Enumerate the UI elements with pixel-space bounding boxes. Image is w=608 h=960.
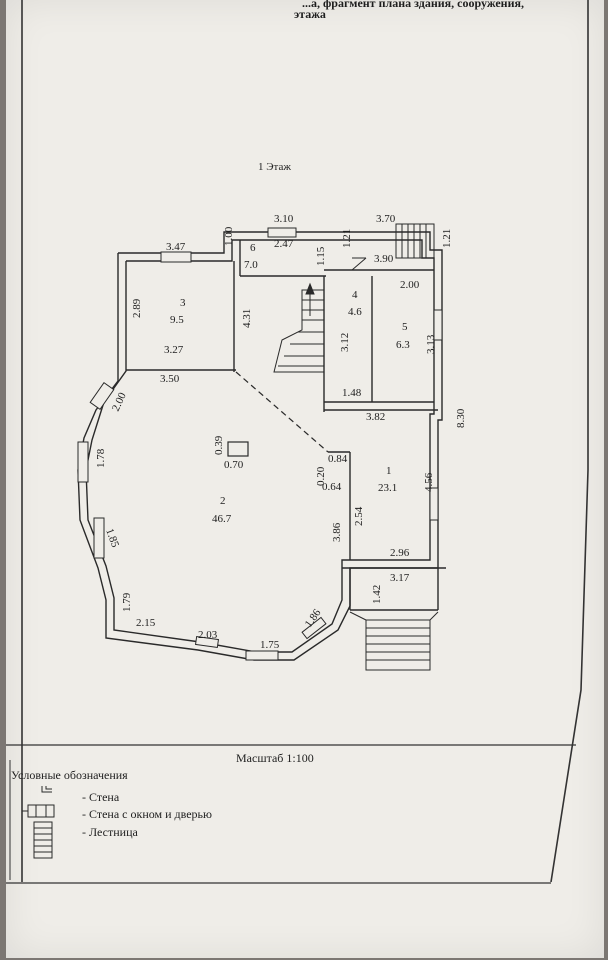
walls	[77, 231, 446, 661]
dim-2-47: 2.47	[274, 238, 294, 250]
frame-right	[550, 0, 589, 883]
dim-3-70: 3.70	[376, 213, 396, 225]
window-room2-e	[301, 616, 327, 640]
window-room2-b	[93, 517, 105, 559]
window-room2-f	[89, 382, 115, 410]
window-room2-d	[194, 635, 220, 649]
legend-wall-label: - Стена	[82, 790, 120, 804]
room-4-area: 4.6	[348, 306, 362, 318]
dim-3-27: 3.27	[164, 344, 184, 356]
dim-2-54: 2.54	[353, 506, 365, 526]
dim-0-20: 0.20	[315, 466, 327, 486]
dim-1-21-right: 1.21	[441, 229, 453, 248]
room-3-area: 9.5	[170, 314, 184, 326]
header-line-2: этажа	[294, 7, 326, 21]
dim-2-00-diag: 2.00	[110, 390, 129, 413]
room-4-number: 4	[352, 289, 358, 301]
floor-title: 1 Этаж	[258, 161, 291, 173]
scale-label: Масштаб 1:100	[236, 751, 314, 765]
dim-3-47: 3.47	[166, 241, 186, 253]
legend-stairs-label: - Лестница	[82, 825, 138, 839]
dim-1-48: 1.48	[342, 387, 362, 399]
dim-1-85: 1.85	[103, 527, 121, 550]
room-6-area: 7.0	[244, 259, 258, 271]
dim-1-78: 1.78	[95, 448, 107, 468]
dim-3-13: 3.13	[425, 334, 437, 354]
dim-1-15: 1.15	[315, 246, 327, 266]
dim-8-30: 8.30	[455, 408, 467, 428]
room-labels: 6 7.0 3 9.5 4 4.6 5 6.3 1 23.1 2 46.7	[170, 242, 410, 525]
window-room2-a	[77, 441, 89, 483]
dim-2-03: 2.03	[198, 629, 218, 641]
dim-2-89: 2.89	[131, 298, 143, 318]
dim-3-12: 3.12	[339, 333, 351, 352]
dim-1-79: 1.79	[121, 592, 133, 612]
column	[227, 441, 249, 457]
dim-0-64: 0.64	[322, 481, 342, 493]
dim-2-96: 2.96	[390, 547, 410, 559]
floor-plan: 3.10 3.70 3.47 1.00 1.21 1.21 2.47 1.15 …	[6, 0, 589, 884]
dim-2-15: 2.15	[136, 617, 156, 629]
window-room6	[267, 227, 297, 238]
dim-3-86: 3.86	[331, 522, 343, 542]
window-room5	[433, 309, 443, 341]
windows	[77, 227, 443, 661]
legend-stairs-symbol	[33, 821, 53, 859]
window-room3	[160, 251, 192, 263]
room2-dashed-boundary	[235, 371, 329, 453]
dim-3-17: 3.17	[390, 572, 410, 584]
dimension-labels: 3.10 3.70 3.47 1.00 1.21 1.21 2.47 1.15 …	[95, 213, 467, 651]
dim-1-75: 1.75	[260, 639, 280, 651]
room-1-number: 1	[386, 465, 392, 477]
dim-2-00: 2.00	[400, 279, 420, 291]
stairs-top	[351, 223, 435, 271]
dim-3-82: 3.82	[366, 411, 385, 423]
header-line-1: ...а, фрагмент плана здания, сооружения,	[302, 0, 525, 10]
legend-window-door-symbol	[22, 804, 55, 818]
document-sheet: ...а, фрагмент плана здания, сооружения,…	[6, 0, 604, 958]
legend-symbols	[22, 786, 55, 859]
room-5-area: 6.3	[396, 339, 410, 351]
dim-1-42: 1.42	[371, 585, 383, 604]
dim-3-90: 3.90	[374, 253, 394, 265]
dim-1-21-left: 1.21	[341, 229, 353, 248]
legend-wall-window-door-label: - Стена с окном и дверью	[82, 807, 212, 821]
room-2-number: 2	[220, 495, 226, 507]
dim-0-39: 0.39	[213, 435, 225, 455]
room-5-number: 5	[402, 321, 408, 333]
room-2-area: 46.7	[212, 513, 232, 525]
dim-4-31: 4.31	[241, 309, 253, 328]
room-3-number: 3	[180, 297, 186, 309]
stairs-interior	[273, 282, 324, 373]
room-6-number: 6	[250, 242, 256, 254]
legend-title: Условные обозначения	[11, 768, 128, 782]
dim-3-10: 3.10	[274, 213, 294, 225]
dim-1-00: 1.00	[223, 226, 235, 246]
room-1-area: 23.1	[378, 482, 397, 494]
dim-3-50: 3.50	[160, 373, 180, 385]
dim-0-70: 0.70	[224, 459, 244, 471]
dim-0-84: 0.84	[328, 453, 348, 465]
window-room1	[429, 487, 439, 521]
stairs-porch	[349, 611, 439, 671]
dim-4-56: 4.56	[423, 472, 435, 492]
window-room2-c	[245, 650, 279, 661]
legend-wall-symbol	[41, 786, 52, 793]
